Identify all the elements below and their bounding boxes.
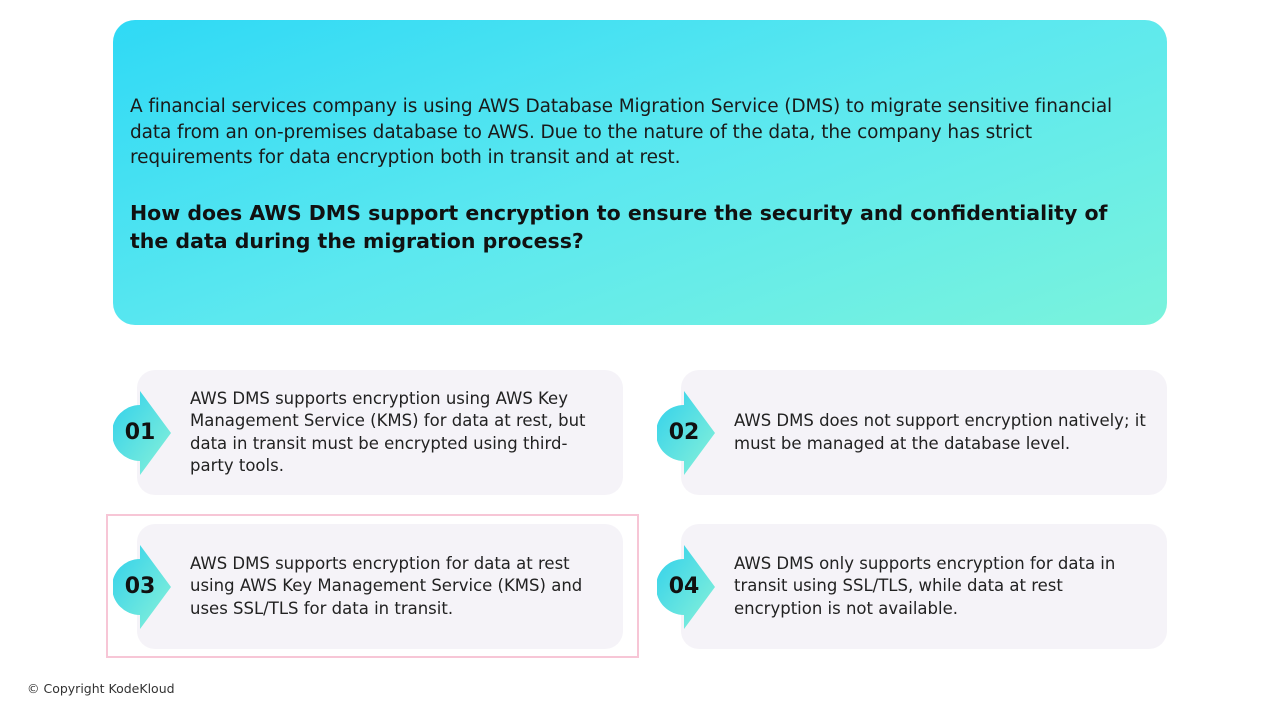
question-panel: A financial services company is using AW… <box>113 20 1167 325</box>
option-badge: 04 <box>657 544 719 629</box>
scenario-text: A financial services company is using AW… <box>130 96 1113 168</box>
option-01[interactable]: 01 AWS DMS supports encryption using AWS… <box>113 370 623 495</box>
arrow-badge-icon <box>113 544 171 629</box>
option-text: AWS DMS does not support encryption nati… <box>734 411 1146 453</box>
arrow-badge-icon <box>113 390 171 475</box>
copyright-footer: © Copyright KodeKloud <box>27 681 175 696</box>
question-text: How does AWS DMS support encryption to e… <box>130 200 1108 254</box>
option-text: AWS DMS only supports encryption for dat… <box>734 553 1116 618</box>
option-04[interactable]: 04 AWS DMS only supports encryption for … <box>657 524 1167 649</box>
selected-answer-highlight <box>106 514 639 658</box>
option-badge: 01 <box>113 390 175 475</box>
arrow-badge-icon <box>657 390 715 475</box>
option-badge: 03 <box>113 544 175 629</box>
option-02[interactable]: 02 AWS DMS does not support encryption n… <box>657 370 1167 495</box>
option-text: AWS DMS supports encryption for data at … <box>190 553 583 618</box>
option-badge: 02 <box>657 390 719 475</box>
option-03[interactable]: 03 AWS DMS supports encryption for data … <box>113 524 623 649</box>
arrow-badge-icon <box>657 544 715 629</box>
option-text: AWS DMS supports encryption using AWS Ke… <box>190 388 586 476</box>
